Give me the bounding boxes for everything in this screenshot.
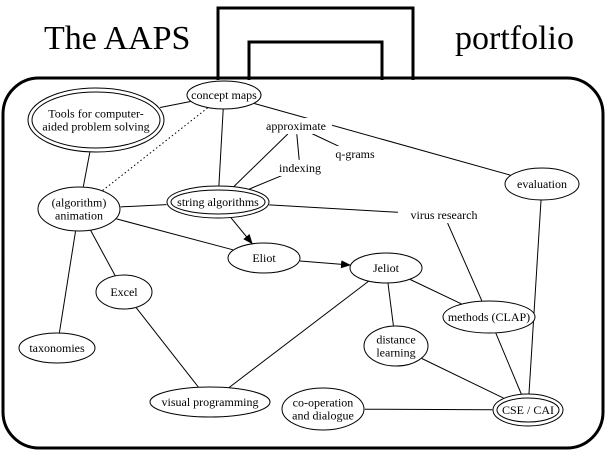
edge-anim-eliot bbox=[116, 218, 234, 251]
node-cse-label: CSE / CAI bbox=[502, 403, 554, 417]
node-concept-label: concept maps bbox=[191, 88, 257, 102]
edge-indexing-string bbox=[249, 174, 284, 190]
edge-concept-string bbox=[218, 109, 224, 186]
edges-layer bbox=[58, 101, 542, 411]
node-qgrams-label: q-grams bbox=[335, 147, 375, 161]
node-virus: virus research bbox=[398, 207, 490, 223]
node-coop-outline bbox=[281, 387, 365, 431]
node-excel-label: Excel bbox=[110, 285, 138, 299]
node-coop-label: and dialogue bbox=[292, 409, 354, 423]
node-tools-outline bbox=[27, 87, 165, 153]
edge-eliot-jeliot bbox=[299, 260, 351, 269]
node-evaluation-outline bbox=[504, 167, 580, 201]
node-eliot-label: Eliot bbox=[252, 251, 276, 265]
edge-anim-excel bbox=[90, 230, 116, 276]
node-indexing-backing bbox=[273, 160, 327, 176]
edge-methods-cse bbox=[495, 332, 522, 395]
node-anim: (algorithm)animation bbox=[37, 186, 121, 232]
node-jeliot-label: Jeliot bbox=[373, 261, 400, 275]
node-tools-label: Tools for computer- bbox=[48, 107, 144, 121]
node-excel: Excel bbox=[95, 274, 153, 310]
node-concept: concept maps bbox=[186, 80, 262, 110]
node-string-inner-outline bbox=[170, 189, 266, 215]
node-visual-outline bbox=[149, 386, 271, 418]
edge-string-eliot bbox=[230, 217, 253, 245]
node-jeliot: Jeliot bbox=[349, 252, 423, 284]
node-distance-label: learning bbox=[376, 346, 415, 360]
node-evaluation: evaluation bbox=[504, 167, 580, 201]
node-string-outline bbox=[166, 185, 270, 219]
node-tools-inner-outline bbox=[31, 91, 161, 149]
node-methods-label: methods (CLAP) bbox=[448, 310, 530, 324]
edge-anim-string bbox=[120, 204, 167, 208]
edge-jeliot-methods bbox=[409, 279, 462, 305]
node-visual-label: visual programming bbox=[162, 395, 259, 409]
node-excel-outline bbox=[95, 274, 153, 310]
briefcase-handle bbox=[216, 6, 415, 80]
nodes-layer: Tools for computer-aided problem solving… bbox=[18, 80, 580, 431]
node-tools: Tools for computer-aided problem solving bbox=[27, 87, 165, 153]
node-qgrams: q-grams bbox=[331, 146, 379, 162]
node-cse-inner-outline bbox=[496, 397, 560, 423]
node-coop-label: co-operation bbox=[293, 396, 354, 410]
edge-virus-methods bbox=[447, 222, 483, 302]
edge-tools-anim bbox=[82, 152, 91, 187]
node-approx-backing bbox=[259, 118, 333, 134]
node-cse: CSE / CAI bbox=[492, 393, 564, 427]
node-taxonomies-label: taxonomies bbox=[29, 341, 85, 355]
node-approx: approximate bbox=[259, 118, 333, 134]
node-concept-outline bbox=[186, 80, 262, 110]
edge-approx-string bbox=[233, 133, 289, 187]
node-eliot: Eliot bbox=[227, 242, 301, 274]
briefcase-body bbox=[1, 76, 605, 450]
edge-excel-visual bbox=[135, 307, 199, 388]
node-string-label: string algorithms bbox=[177, 195, 259, 209]
node-indexing-label: indexing bbox=[279, 161, 321, 175]
edge-distance-cse bbox=[421, 358, 504, 399]
edge-jeliot-visual bbox=[228, 281, 369, 388]
node-visual: visual programming bbox=[149, 386, 271, 418]
edge-string-virus bbox=[269, 204, 398, 213]
node-anim-label: animation bbox=[55, 209, 103, 223]
edge-approx-indexing bbox=[296, 134, 300, 160]
title-left: The AAPS bbox=[44, 20, 191, 57]
node-approx-label: approximate bbox=[266, 119, 326, 133]
edge-anim-taxonomies bbox=[58, 231, 76, 333]
node-indexing: indexing bbox=[273, 160, 327, 176]
node-qgrams-backing bbox=[331, 146, 379, 162]
node-tools-label: aided problem solving bbox=[42, 120, 149, 134]
node-string: string algorithms bbox=[166, 185, 270, 219]
node-distance-outline bbox=[363, 325, 429, 367]
edge-approx-qgrams bbox=[311, 133, 341, 148]
node-distance-label: distance bbox=[376, 333, 415, 347]
edge-concept-tools bbox=[160, 101, 191, 108]
edge-concept-evaluation bbox=[254, 103, 511, 176]
edge-jeliot-distance bbox=[387, 283, 394, 326]
node-methods-outline bbox=[442, 300, 536, 334]
edge-evaluation-cse bbox=[528, 200, 542, 394]
node-virus-backing bbox=[398, 207, 490, 223]
node-eliot-outline bbox=[227, 242, 301, 274]
node-jeliot-outline bbox=[349, 252, 423, 284]
node-anim-label: (algorithm) bbox=[52, 196, 107, 210]
edge-coop-cse bbox=[364, 408, 493, 411]
node-anim-outline bbox=[37, 186, 121, 232]
title-right: portfolio bbox=[455, 20, 574, 57]
node-taxonomies-outline bbox=[18, 332, 96, 364]
node-methods: methods (CLAP) bbox=[442, 300, 536, 334]
node-virus-label: virus research bbox=[411, 208, 478, 222]
node-taxonomies: taxonomies bbox=[18, 332, 96, 364]
node-cse-outline bbox=[492, 393, 564, 427]
node-evaluation-label: evaluation bbox=[517, 177, 567, 191]
